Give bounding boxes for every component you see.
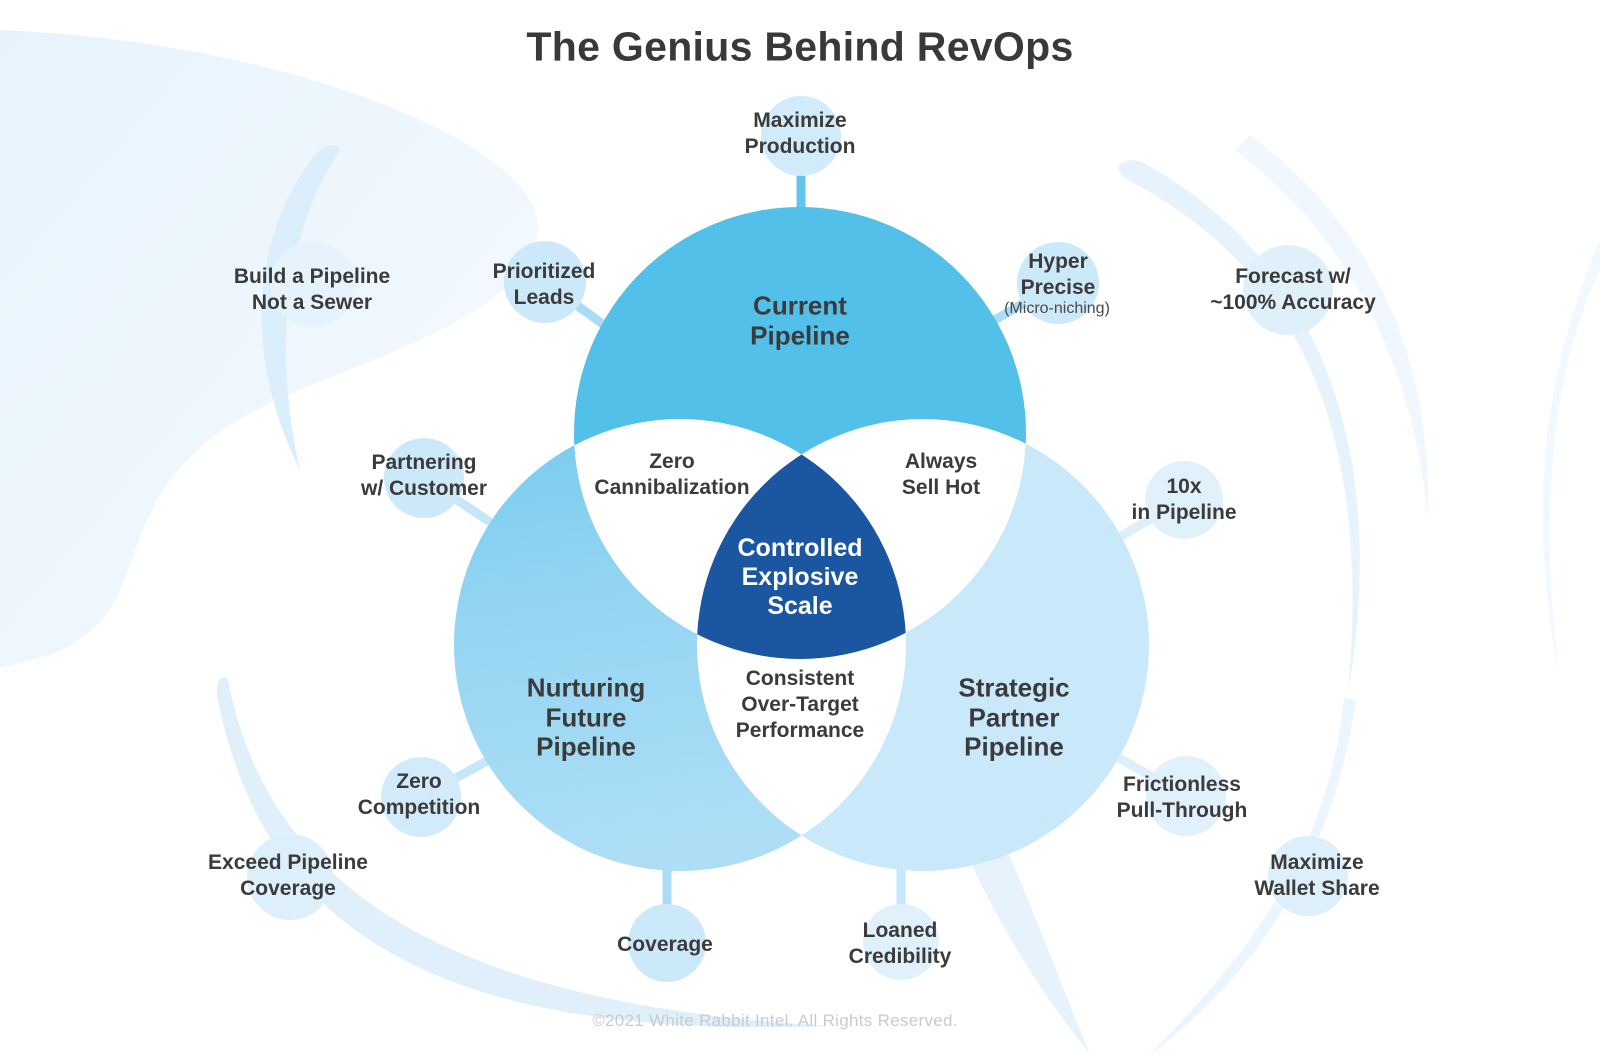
bubble-partnering (384, 438, 464, 518)
swoosh-top-right-crescent (1118, 160, 1360, 692)
bubble-loaned-credibility (863, 904, 939, 980)
bubble-build-a-pipeline (270, 241, 356, 327)
bubble-forecast-accuracy (1243, 245, 1333, 335)
swoosh-top-left-leaf (261, 145, 340, 470)
center-controlled-explosive-scale-shape (697, 419, 906, 659)
swoosh-top-right-band (1235, 135, 1429, 520)
bubble-maximize-production (761, 96, 841, 176)
bubble-maximize-wallet-share (1268, 836, 1348, 916)
bubble-prioritized-leads (504, 241, 586, 323)
satellite-bubbles (381, 96, 1226, 982)
outer-label-bubbles (247, 241, 1348, 920)
bubble-coverage (628, 904, 706, 982)
bubble-hyper-precise (1017, 242, 1099, 324)
bubble-frictionless (1146, 756, 1226, 836)
swoosh-bottom-left-crescent (216, 677, 832, 1028)
swoosh-far-right-band (1542, 240, 1600, 680)
bubble-10x-pipeline (1145, 461, 1223, 539)
bubble-exceed-pipeline-coverage (247, 834, 333, 920)
bubble-zero-competition (381, 757, 461, 837)
